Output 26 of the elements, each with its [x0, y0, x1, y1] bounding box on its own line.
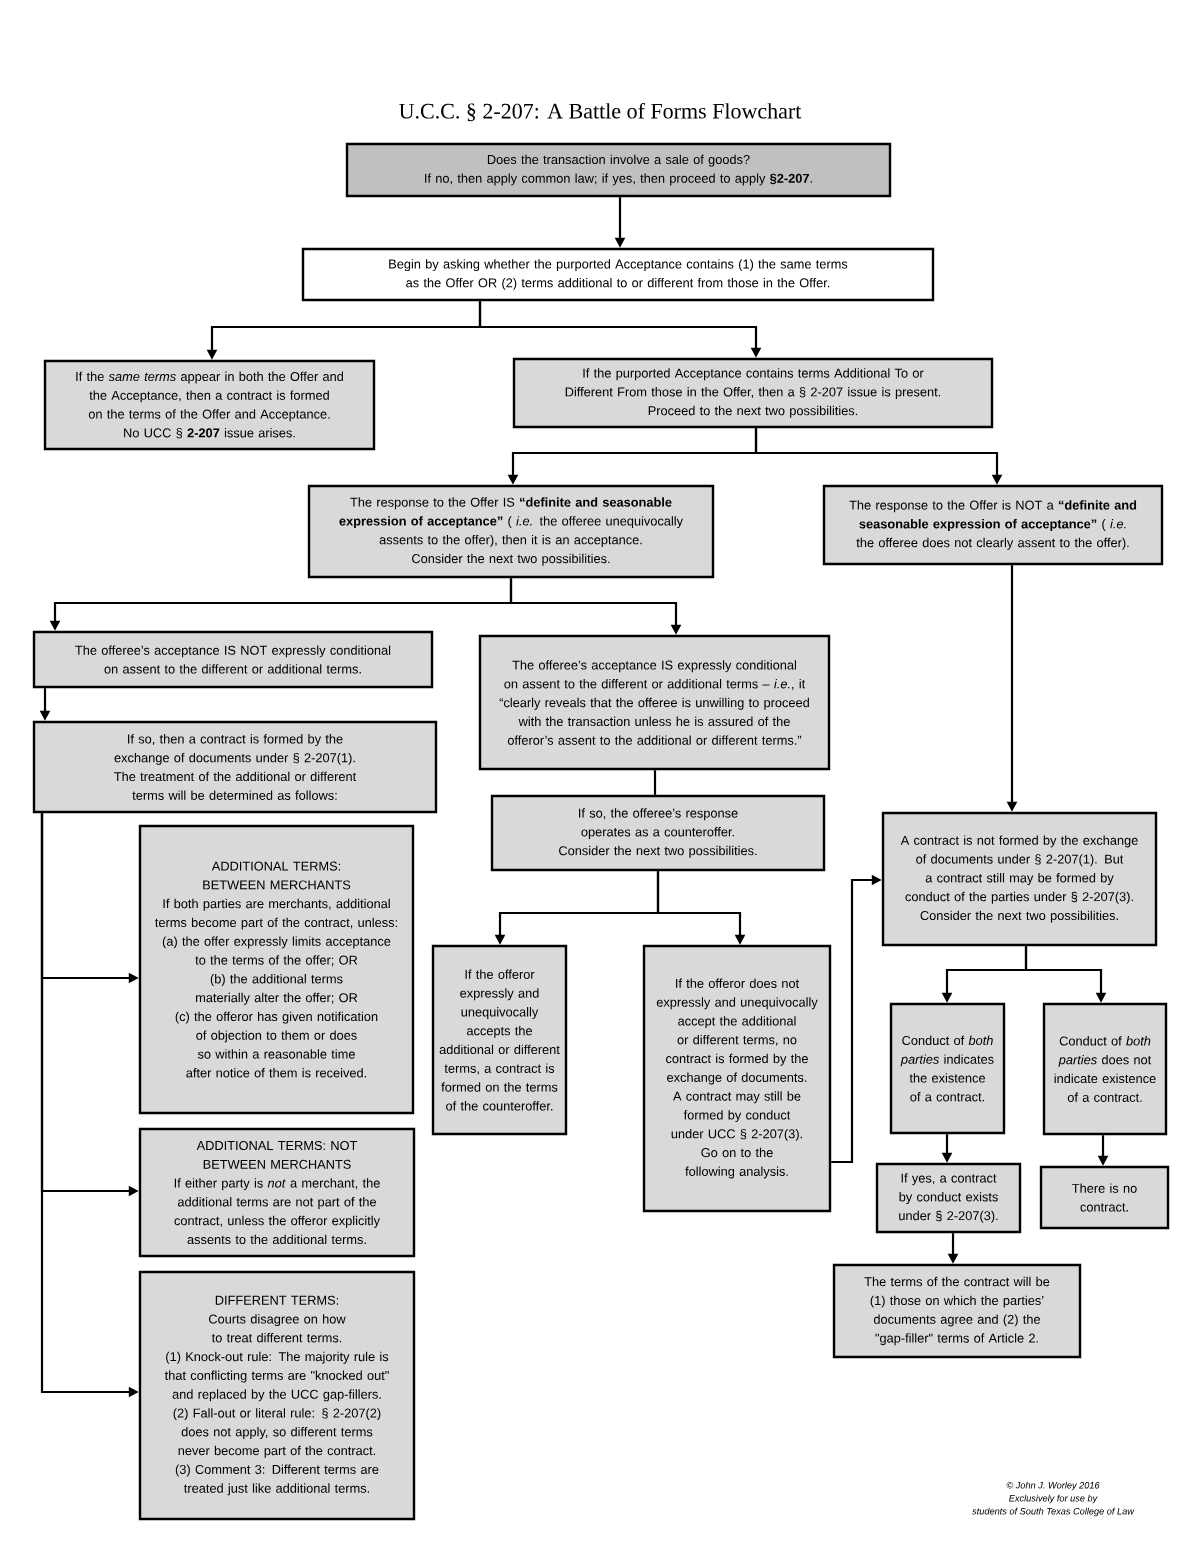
process-box: The offeree’s acceptance IS expressly conditional on assent to the different or additional terms – i.e., it “clearly reveals that the offeree is unwilling to proceed with the transaction unless he is assured of the offeror’s assent to the additional or different terms.”	[478, 634, 831, 771]
process-box: Conduct of both parties indicates the existence of a contract.	[889, 1002, 1006, 1135]
process-box: If the same terms appear in both the Offer and the Acceptance, then a contract is formed on the terms of the Offer and Acceptance. No UCC § 2-207 issue arises.	[43, 359, 376, 451]
copyright-note: © John J. Worley 2016	[1006, 1481, 1100, 1491]
process-box: ADDITIONAL TERMS: BETWEEN MERCHANTS If both parties are merchants, additional terms become part of the contract, unless: (a) the offer expressly limits acceptance to the terms of the offer; OR (b) the additional terms materially alter the offer; OR (c) the offeror has given notification of objection to them or does so within a reasonable time after notice of them is received.	[138, 824, 415, 1115]
process-box: The offeree’s acceptance IS NOT expressly conditional on assent to the different or additional terms.	[32, 630, 434, 689]
process-box: If the offeror expressly and unequivocally accepts the additional or different terms, a contract is formed on the terms of the counteroffer.	[431, 944, 568, 1136]
process-box: If the offeror does not expressly and unequivocally accept the additional or different terms, no contract is formed by the exchange of documents. A contract may still be formed by conduct under UCC § 2-207(3). Go on to the following analysis.	[642, 944, 832, 1213]
title: U.C.C. § 2-207: A Battle of Forms Flowchart	[399, 102, 802, 122]
copyright-note: students of South Texas College of Law	[972, 1507, 1135, 1517]
process-box: If yes, a contract by conduct exists under § 2-207(3).	[875, 1162, 1022, 1234]
process-box: The response to the Offer is NOT a “definite and seasonable expression of acceptance” ( i.e. the offeree does not clearly assent to the offer).	[822, 484, 1164, 566]
process-box: DIFFERENT TERMS: Courts disagree on how to treat different terms. (1) Knock-out rule: The majority rule is that conflicting terms are "knocked out" and replaced by the UCC gap-fillers. (2) Fall-out or literal rule: § 2-207(2) does not apply, so different terms never become part of the contract. (3) Comment 3: Different terms are treated just like additional terms.	[138, 1270, 416, 1521]
process-box: If so, then a contract is formed by the exchange of documents under § 2-207(1). The treatment of the additional or different terms will be determined as follows:	[32, 720, 438, 814]
process-box: Does the transaction involve a sale of goods? If no, then apply common law; if yes, then proceed to apply §2-207.	[345, 142, 892, 198]
process-box: A contract is not formed by the exchange of documents under § 2-207(1). But a contract still may be formed by conduct of the parties under § 2-207(3). Consider the next two possibilities.	[881, 811, 1158, 947]
process-box: Begin by asking whether the purported Acceptance contains (1) the same terms as the Offer OR (2) terms additional to or different from those in the Offer.	[301, 247, 935, 302]
process-box: There is no contract.	[1039, 1165, 1170, 1230]
process-box: If the purported Acceptance contains terms Additional To or Different From those in the Offer, then a § 2-207 issue is present. Proceed to the next two possibilities.	[512, 357, 994, 429]
process-box: The terms of the contract will be (1) those on which the parties’ documents agree and (2) the "gap-filler" terms of Article 2.	[832, 1263, 1082, 1359]
process-box: Conduct of both parties does not indicate existence of a contract.	[1042, 1002, 1168, 1136]
connector-line	[653, 770, 657, 795]
process-box: ADDITIONAL TERMS: NOT BETWEEN MERCHANTS If either party is not a merchant, the additional terms are not part of the contract, unless the offeror explicitly assents to the additional terms.	[138, 1127, 416, 1258]
process-box: The response to the Offer IS “definite and seasonable expression of acceptance” ( i.e. the offeree unequivocally assents to the offer), then it is an acceptance. Consider the next two possibilities.	[307, 484, 715, 579]
copyright-note: Exclusively for use by	[1009, 1494, 1098, 1504]
process-box: If so, the offeree’s response operates as a counteroffer. Consider the next two possibilities.	[490, 794, 826, 872]
